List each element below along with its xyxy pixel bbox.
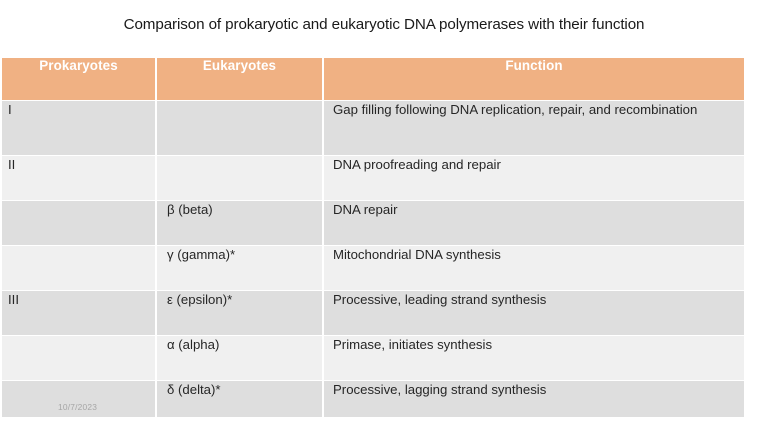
date-stamp: 10/7/2023 bbox=[58, 402, 98, 412]
cell-eukaryotes: α (alpha) bbox=[157, 336, 322, 380]
comparison-table: Prokaryotes Eukaryotes Function I Gap fi… bbox=[0, 57, 746, 418]
column-header-eukaryotes[interactable]: Eukaryotes bbox=[157, 58, 322, 100]
table-row: β (beta) DNA repair bbox=[2, 201, 744, 245]
cell-prokaryotes bbox=[2, 246, 155, 290]
cell-function: DNA proofreading and repair bbox=[324, 156, 744, 200]
table-row: II DNA proofreading and repair bbox=[2, 156, 744, 200]
cell-function: DNA repair bbox=[324, 201, 744, 245]
comparison-table-container: Prokaryotes Eukaryotes Function I Gap fi… bbox=[0, 57, 744, 418]
table-header-row: Prokaryotes Eukaryotes Function bbox=[2, 58, 744, 100]
table-row: III ε (epsilon)* Processive, leading str… bbox=[2, 291, 744, 335]
table-header: Prokaryotes Eukaryotes Function bbox=[2, 58, 744, 100]
cell-prokaryotes bbox=[2, 201, 155, 245]
cell-prokaryotes bbox=[2, 336, 155, 380]
table-body: I Gap filling following DNA replication,… bbox=[2, 101, 744, 417]
table-row: δ (delta)* Processive, lagging strand sy… bbox=[2, 381, 744, 417]
cell-prokaryotes: III bbox=[2, 291, 155, 335]
cell-function: Processive, leading strand synthesis bbox=[324, 291, 744, 335]
cell-function: Processive, lagging strand synthesis bbox=[324, 381, 744, 417]
column-header-function[interactable]: Function bbox=[324, 58, 744, 100]
cell-prokaryotes: I bbox=[2, 101, 155, 155]
table-row: α (alpha) Primase, initiates synthesis bbox=[2, 336, 744, 380]
page-title: Comparison of prokaryotic and eukaryotic… bbox=[123, 16, 645, 33]
cell-eukaryotes bbox=[157, 156, 322, 200]
cell-eukaryotes: δ (delta)* bbox=[157, 381, 322, 417]
cell-function: Primase, initiates synthesis bbox=[324, 336, 744, 380]
cell-eukaryotes bbox=[157, 101, 322, 155]
cell-function: Gap filling following DNA replication, r… bbox=[324, 101, 744, 155]
cell-eukaryotes: β (beta) bbox=[157, 201, 322, 245]
cell-eukaryotes: ε (epsilon)* bbox=[157, 291, 322, 335]
cell-function: Mitochondrial DNA synthesis bbox=[324, 246, 744, 290]
cell-prokaryotes: II bbox=[2, 156, 155, 200]
column-header-prokaryotes[interactable]: Prokaryotes bbox=[2, 58, 155, 100]
cell-eukaryotes: γ (gamma)* bbox=[157, 246, 322, 290]
table-row: γ (gamma)* Mitochondrial DNA synthesis bbox=[2, 246, 744, 290]
cell-prokaryotes bbox=[2, 381, 155, 417]
table-row: I Gap filling following DNA replication,… bbox=[2, 101, 744, 155]
